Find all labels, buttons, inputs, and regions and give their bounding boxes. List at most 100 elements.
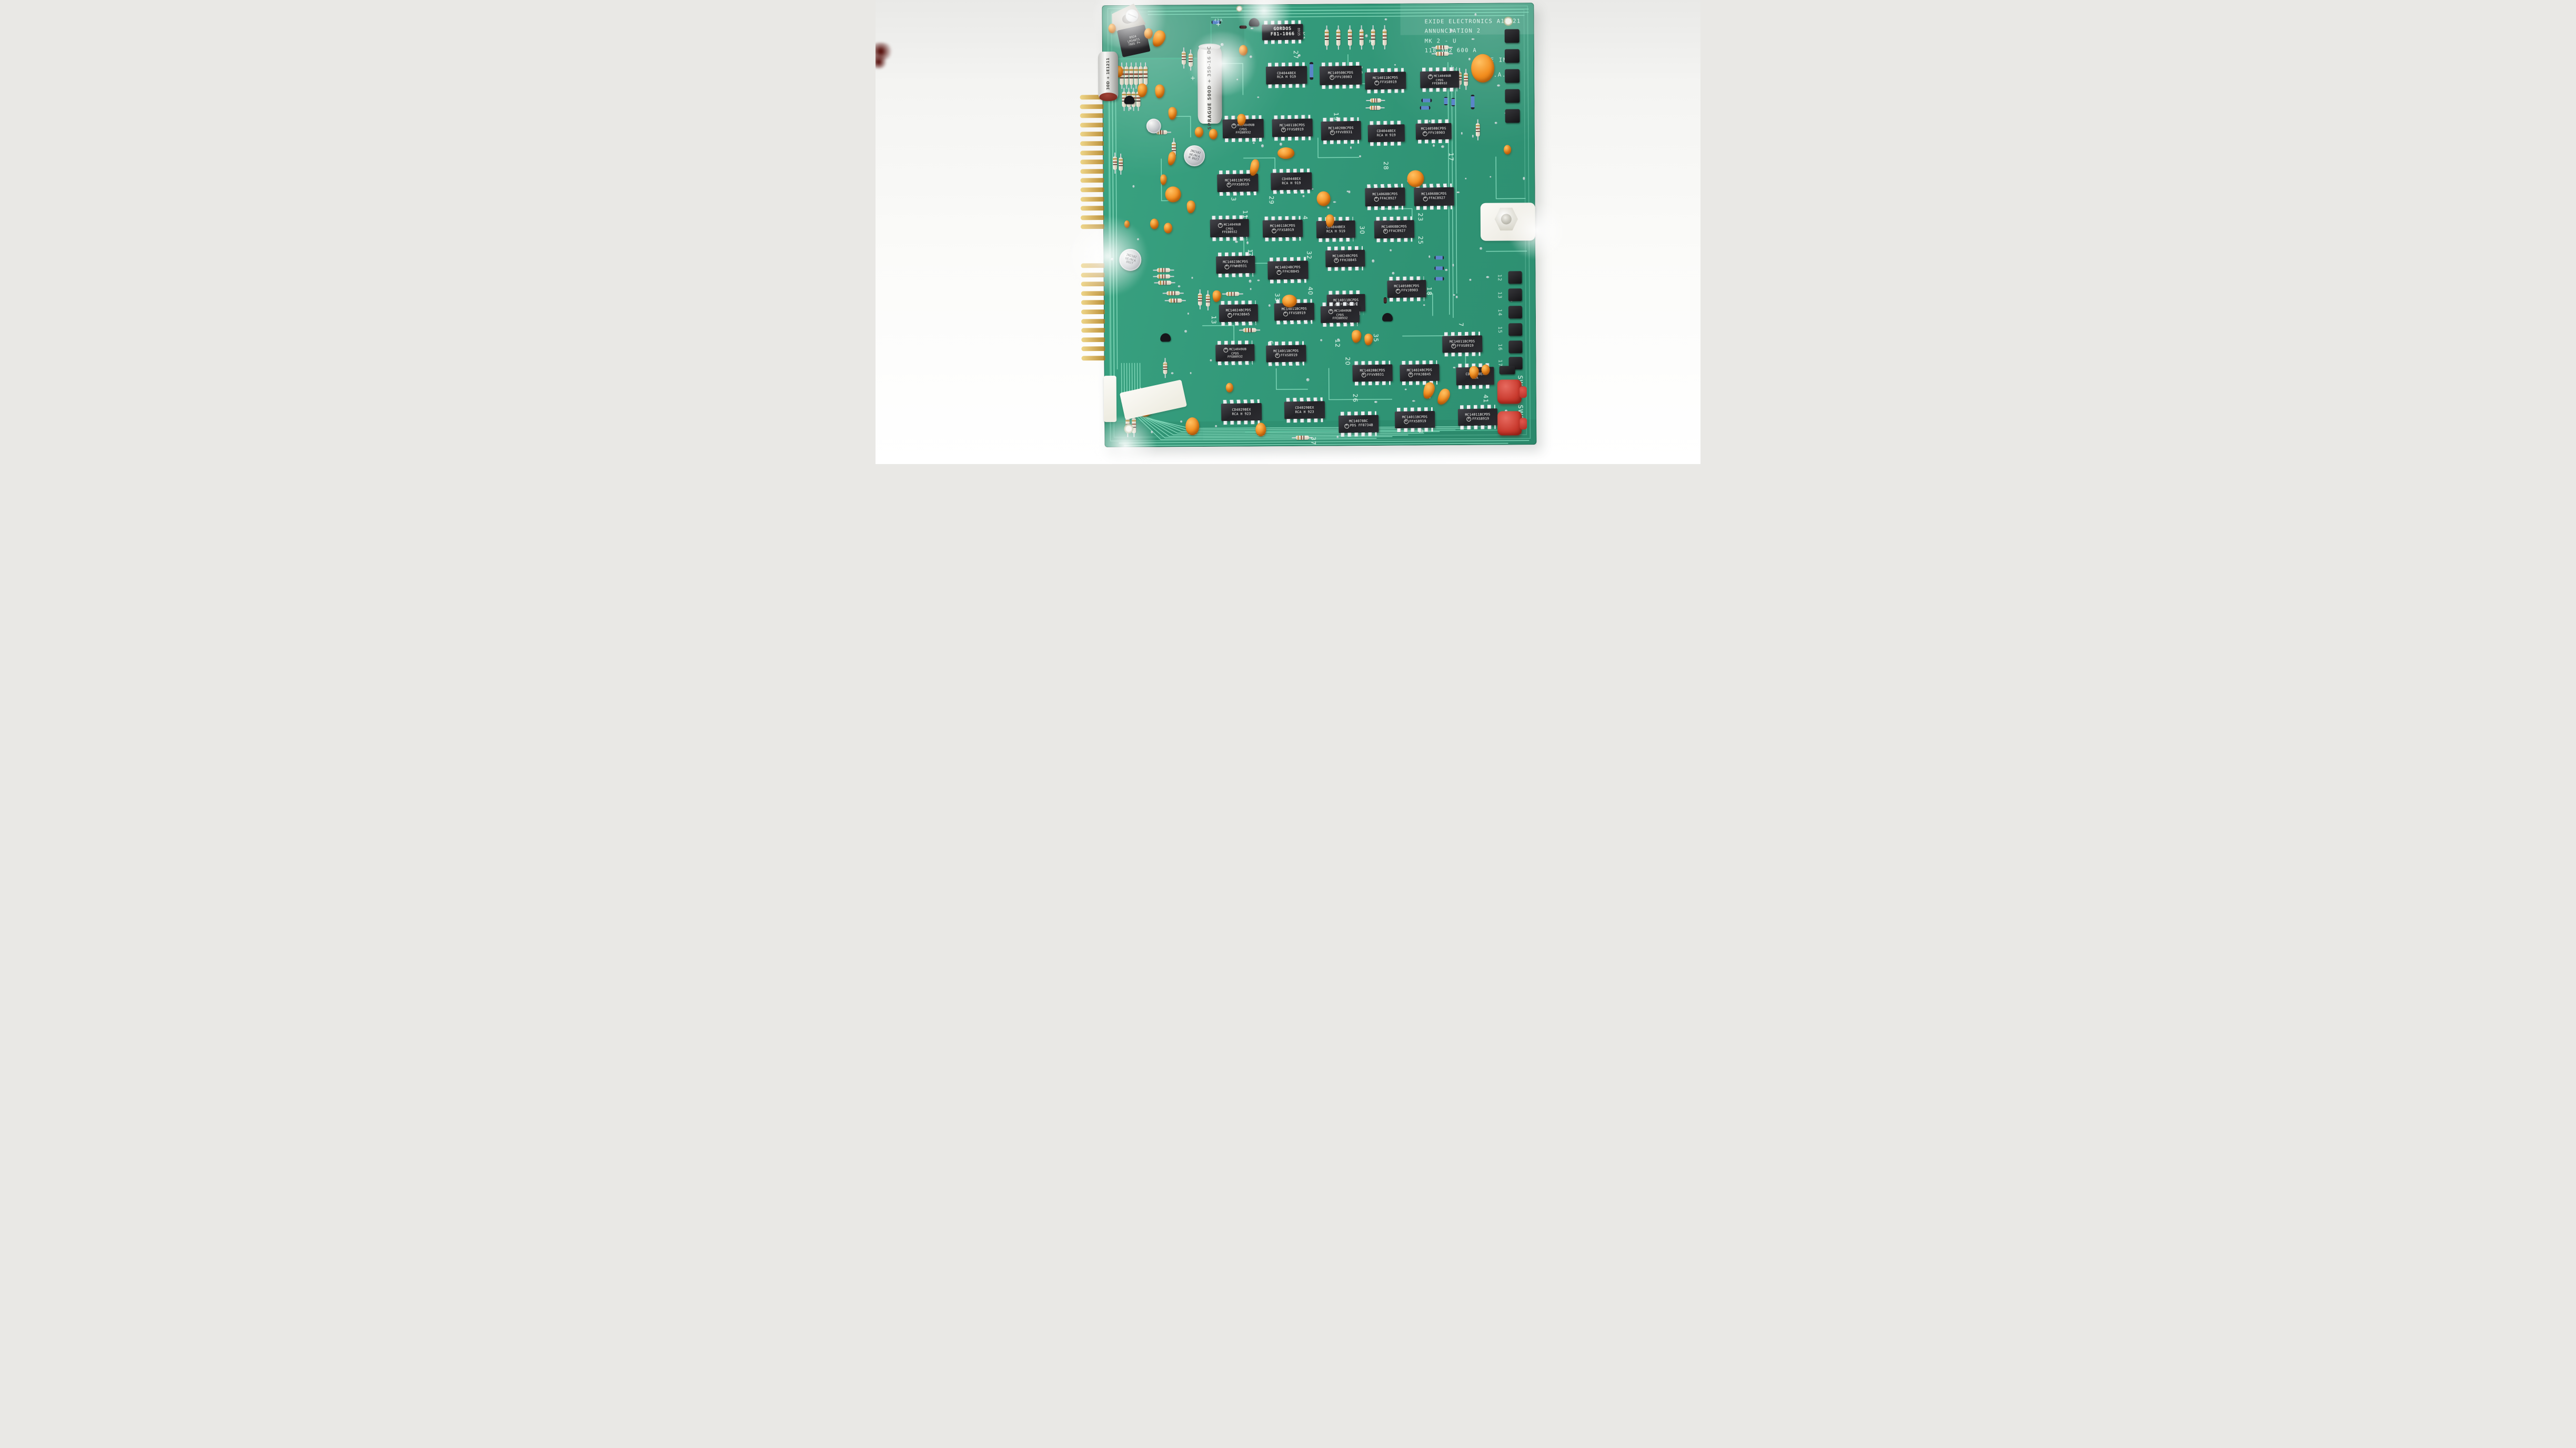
black-component bbox=[1499, 366, 1515, 375]
solder-pad bbox=[1394, 64, 1396, 66]
ic-marking: RCA H 919 bbox=[1277, 75, 1296, 79]
ic-marking: RCA H 923 bbox=[1295, 410, 1314, 414]
edge-connector-finger bbox=[1081, 263, 1105, 268]
silkscreen-text: 37 bbox=[1310, 436, 1317, 446]
ic-pins bbox=[1270, 257, 1306, 262]
ic-pins bbox=[1376, 238, 1413, 243]
tantalum-capacitor bbox=[1194, 126, 1203, 138]
silkscreen-edge-number: 14 bbox=[1496, 309, 1502, 317]
ic-pins bbox=[1327, 266, 1363, 271]
ic-pins bbox=[1274, 136, 1311, 141]
ic-pins bbox=[1460, 405, 1495, 409]
motorola-logo-icon: M bbox=[1227, 313, 1232, 318]
ic-pins bbox=[1268, 84, 1305, 88]
solder-pad bbox=[1210, 359, 1212, 362]
solder-pad bbox=[1320, 339, 1322, 341]
solder-pad bbox=[1455, 295, 1458, 299]
silkscreen-text: 35 bbox=[1372, 333, 1380, 343]
motorola-logo-icon: M bbox=[1428, 74, 1433, 79]
transistor-can bbox=[1146, 118, 1161, 134]
ic-pins bbox=[1217, 340, 1253, 345]
silkscreen-text: 28 bbox=[1382, 161, 1390, 170]
black-component bbox=[1508, 323, 1523, 336]
transistor-to92 bbox=[1249, 18, 1260, 27]
motorola-logo-icon: M bbox=[1217, 223, 1223, 228]
ic-pins bbox=[1217, 361, 1253, 366]
edge-connector-finger bbox=[1080, 196, 1104, 202]
solder-pad bbox=[1372, 259, 1375, 263]
edge-connector-finger bbox=[1080, 206, 1104, 211]
ic-pins bbox=[1444, 352, 1481, 357]
resistor bbox=[1370, 98, 1382, 103]
diode-42a-label: 42A bbox=[1214, 18, 1223, 23]
solder-pad bbox=[1111, 258, 1114, 261]
edge-connector-finger bbox=[1080, 215, 1104, 220]
motorola-logo-icon: M bbox=[1271, 228, 1276, 233]
edge-connector-finger bbox=[1081, 337, 1105, 343]
solder-pad bbox=[1486, 276, 1490, 278]
mounting-hole bbox=[1236, 5, 1243, 12]
motorola-logo-icon: M bbox=[1451, 344, 1456, 349]
resistor bbox=[1369, 105, 1381, 110]
edge-connector-finger bbox=[1081, 328, 1105, 333]
ic-datecode: 8935 bbox=[1296, 27, 1301, 36]
resistor bbox=[1295, 435, 1310, 440]
motorola-logo-icon: M bbox=[1328, 309, 1334, 314]
black-component bbox=[1508, 288, 1522, 301]
black-component bbox=[1505, 69, 1520, 83]
solder-pad bbox=[1327, 206, 1330, 209]
ic-pins bbox=[1221, 300, 1256, 305]
ic-pins bbox=[1389, 297, 1425, 302]
ic-pins bbox=[1367, 184, 1403, 188]
solder-pad bbox=[1365, 34, 1368, 37]
black-component bbox=[1508, 271, 1522, 284]
motorola-logo-icon: M bbox=[1274, 353, 1280, 358]
resistor bbox=[1143, 66, 1148, 85]
resistor bbox=[1198, 293, 1202, 306]
ic-pins bbox=[1212, 215, 1247, 220]
ic-marking: FFEB8932 bbox=[1227, 355, 1243, 359]
silkscreen-text: 4 bbox=[1301, 215, 1309, 220]
resistor bbox=[1475, 123, 1480, 137]
solder-pad bbox=[1268, 304, 1271, 307]
edge-connector-finger bbox=[1081, 281, 1105, 287]
ic-pins bbox=[1417, 119, 1450, 124]
silkscreen-text: 12 bbox=[1334, 339, 1342, 348]
ic-pins bbox=[1286, 397, 1323, 402]
mounting-hole bbox=[1124, 424, 1134, 434]
motorola-logo-icon: M bbox=[1283, 311, 1288, 316]
zener-diode bbox=[1471, 94, 1475, 109]
resistor bbox=[1166, 291, 1180, 296]
edge-connector-finger bbox=[1081, 272, 1105, 277]
silkscreen-text: 25 bbox=[1417, 236, 1425, 245]
solder-pad bbox=[1494, 122, 1497, 124]
tantalum-capacitor bbox=[1481, 364, 1490, 375]
silkscreen-text: 7 bbox=[1457, 322, 1465, 327]
ic-pins bbox=[1218, 273, 1253, 278]
resistor bbox=[1324, 29, 1329, 46]
ic-pins bbox=[1418, 139, 1450, 144]
silkscreen-text: 26 bbox=[1351, 394, 1359, 403]
motorola-logo-icon: M bbox=[1422, 131, 1427, 136]
motorola-logo-icon: M bbox=[1223, 347, 1229, 353]
